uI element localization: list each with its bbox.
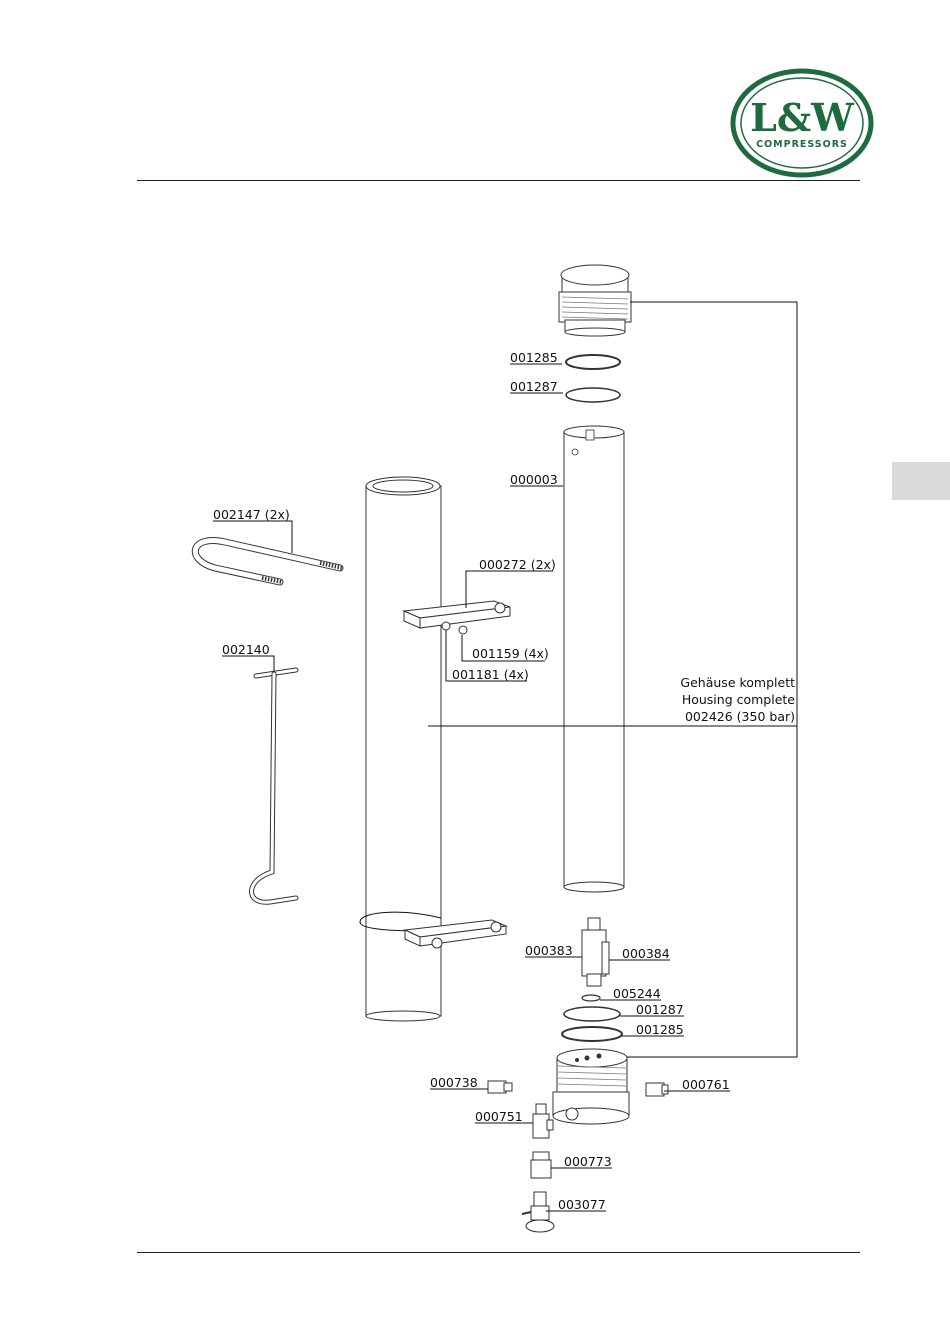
logo-brand-text: L&W (750, 95, 855, 140)
bottom-cap-part (553, 1049, 629, 1124)
seal-ring-001285-top (566, 355, 620, 369)
u-bolt-part (195, 540, 342, 582)
o-ring-001287-top (566, 388, 620, 402)
label-002140: 002140 (222, 642, 270, 657)
label-002147: 002147 (2x) (213, 507, 290, 522)
housing-label-en: Housing complete (682, 692, 795, 707)
fitting-000751 (533, 1104, 553, 1138)
logo-sub-text: COMPRESSORS (756, 139, 848, 150)
label-000384: 000384 (622, 946, 670, 961)
label-000003: 000003 (510, 472, 558, 487)
label-000773: 000773 (564, 1154, 612, 1169)
label-001181: 001181 (4x) (452, 667, 529, 682)
label-003077: 003077 (558, 1197, 606, 1212)
label-000751: 000751 (475, 1109, 523, 1124)
label-000738: 000738 (430, 1075, 478, 1090)
o-ring-001287-bottom (564, 1007, 620, 1021)
fitting-000761 (646, 1083, 668, 1096)
label-001287-bottom: 001287 (636, 1002, 684, 1017)
fitting-003077 (522, 1192, 554, 1232)
label-001287-top: 001287 (510, 379, 558, 394)
housing-label-number: 002426 (350 bar) (685, 709, 795, 724)
seal-005244 (582, 995, 600, 1001)
housing-label-de: Gehäuse komplett (680, 675, 795, 690)
top-cap-part (559, 265, 631, 336)
seal-ring-001285-bottom (562, 1027, 622, 1041)
fitting-000738 (488, 1081, 512, 1093)
lw-compressors-logo: L&W COMPRESSORS (733, 71, 871, 175)
inner-tube-part (564, 426, 624, 892)
label-000272: 000272 (2x) (479, 557, 556, 572)
label-000383: 000383 (525, 943, 573, 958)
label-005244: 005244 (613, 986, 661, 1001)
label-001159: 001159 (4x) (472, 646, 549, 661)
label-000761: 000761 (682, 1077, 730, 1092)
leader-002140 (222, 656, 274, 672)
label-001285-top: 001285 (510, 350, 558, 365)
fitting-000773 (531, 1152, 551, 1178)
label-001285-bottom: 001285 (636, 1022, 684, 1037)
valve-cartridge-part (582, 918, 609, 986)
hook-tool-part (251, 670, 296, 902)
